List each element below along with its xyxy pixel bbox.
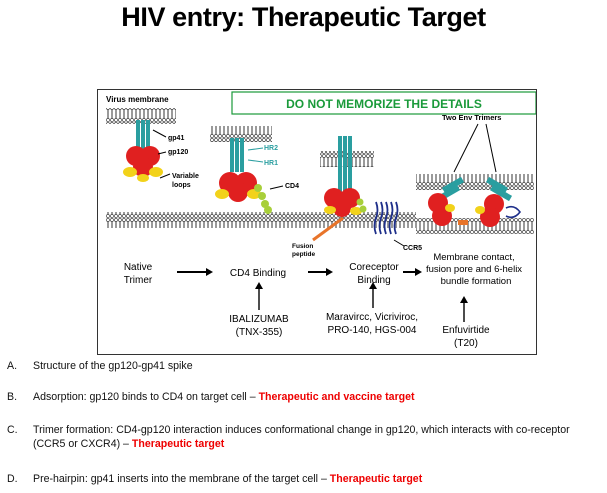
virus-membrane-1 [106,108,176,124]
label-gp120: gp120 [168,149,188,156]
bullet-text: Trimer formation: CD4-gp120 interaction … [33,424,601,451]
drug-fusion: Enfuvirtide (T20) [442,325,490,349]
cd4-bound-spike [215,138,272,214]
membrane-contact-line: fusion pore and 6-helix [426,264,522,275]
drug-fusion-line: Enfuvirtide [442,325,490,336]
drug-coreceptor: Maravircc, Vicriviroc, PRO-140, HGS-004 [326,312,418,336]
label-variable-loops: Variable loops [172,173,199,189]
bullet-letter: C. [7,424,18,436]
fusion-peptide-line: Fusion [292,243,313,250]
variable-loops-line: Variable [172,173,199,180]
bullet-text: Structure of the gp120-gp41 spike [33,360,601,374]
flow-arrows [177,268,422,276]
bullet-highlight: Therapeutic target [329,473,423,485]
two-env-trimers [428,176,522,227]
bullet-highlight: Therapeutic target [131,437,225,450]
bullet-letter: A. [7,360,18,372]
drug-fusion-line: (T20) [454,338,478,349]
native-trimer-line: Native [124,262,153,273]
drug-coreceptor-line: Maravircc, Vicriviroc, [326,312,418,323]
bullet-text-plain: Pre-hairpin: gp41 inserts into the membr… [33,473,330,485]
slide-title: HIV entry: Therapeutic Target [121,2,486,32]
drug-cd4-line: (TNX-355) [236,327,283,338]
coreceptor-bound-spike [312,136,367,242]
bullet-text: Pre-hairpin: gp41 inserts into the membr… [33,473,601,487]
bullet-text-plain: Adsorption: gp120 binds to CD4 on target… [33,391,259,403]
figure-canvas: DO NOT MEMORIZE THE DETAILS Virus membra… [106,91,536,349]
stage-membrane-contact: Membrane contact,fusion pore and 6-helix… [426,252,522,287]
drug-cd4-line: IBALIZUMAB [229,314,289,325]
bullet-letter: D. [7,473,18,485]
fusion-peptide-line: peptide [292,251,315,258]
ccr5-receptor [373,201,399,235]
coreceptor-line: Coreceptor [349,262,399,273]
hiv-entry-figure: DO NOT MEMORIZE THE DETAILS Virus membra… [97,89,537,355]
label-two-env-trimers: Two Env Trimers [442,113,501,122]
label-ccr5: CCR5 [403,245,422,252]
virus-membrane-2 [210,126,272,142]
note-box [231,91,536,115]
coreceptor-line: Binding [357,275,390,286]
bullet-text: Adsorption: gp120 binds to CD4 on target… [33,391,601,405]
label-cd4: CD4 [285,183,299,190]
cell-membrane [106,212,416,228]
virus-membrane-4 [416,174,534,190]
variable-loops-line: loops [172,182,191,189]
bullet-letter: B. [7,391,18,403]
label-hr2: HR2 [264,145,278,152]
note-box-text: DO NOT MEMORIZE THE DETAILS [286,97,482,111]
label-gp41: gp41 [168,135,184,142]
bullet-text-plain: Trimer formation: CD4-gp120 interaction … [33,424,570,450]
drug-arrows [255,282,468,322]
drug-coreceptor-line: PRO-140, HGS-004 [328,325,417,336]
membrane-contact-line: Membrane contact, [433,252,514,263]
stage-cd4-binding: CD4 Binding [230,268,286,279]
label-hr1: HR1 [264,160,278,167]
native-trimer-line: Trimer [124,275,153,286]
drug-cd4: IBALIZUMAB (TNX-355) [229,314,289,338]
membrane-contact-line: bundle formation [441,276,512,287]
bullet-text-plain: Structure of the gp120-gp41 spike [33,360,193,372]
bullet-highlight: Therapeutic and vaccine target [258,391,415,403]
native-trimer-spike [123,120,163,182]
label-virus-membrane: Virus membrane [106,95,169,104]
